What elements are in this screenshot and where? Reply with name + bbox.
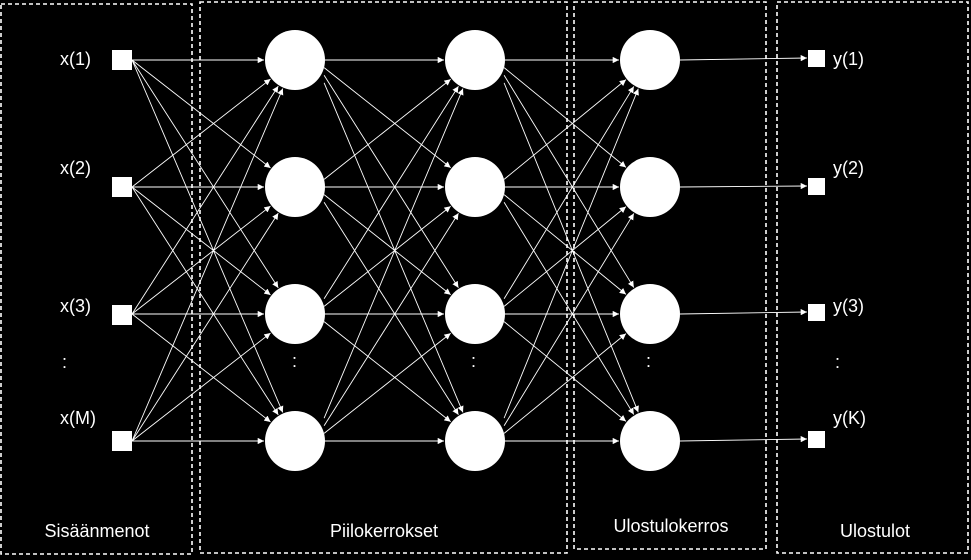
edge-h1n1-h2n3 [323,74,459,289]
output-neuron-3 [620,284,680,344]
hidden1-neuron-4 [265,411,325,471]
output-layer-section-title: Ulostulokerros [613,516,728,536]
edge-outn1-output1 [679,54,808,62]
output-neuron-1 [620,30,680,90]
outputs-section-box [776,1,969,554]
output-layer-ellipsis: : [646,351,651,371]
hidden1-neuron-3 [265,284,325,344]
edge-h1n3-h2n4 [323,321,451,423]
input-node-1 [112,50,132,70]
output-node-2 [808,178,825,195]
edge-h1n1-h2n4 [323,82,464,413]
edge-input4-h1n3 [131,332,271,442]
hidden-layers-section-box [199,1,568,554]
output-neuron-2 [620,157,680,217]
input-ellipsis: : [62,352,67,372]
edge-h2n3-outn1 [503,86,635,299]
edge-outn4-output4 [679,435,808,443]
hidden-section-title: Piilokerrokset [330,521,438,541]
connections [131,54,808,445]
hidden2-neuron-1 [445,30,505,90]
input-node-3 [112,305,132,325]
edge-input2-h1n3 [131,186,271,296]
edge-h2n2-outn4 [503,202,635,415]
outputs-section-title: Ulostulot [840,521,910,541]
edge-input1-h1n2 [131,59,271,169]
edge-h2n2-outn1 [503,79,627,180]
output-label-3: y(3) [833,296,864,316]
input-label-m: x(M) [60,408,96,428]
output-ellipsis: : [835,352,840,372]
edge-h1n4-h2n1 [323,88,464,419]
edge-input4-h1n2 [131,212,279,442]
edge-h2n3-outn4 [503,321,627,422]
input-node-2 [112,177,132,197]
edge-input3-h1n4 [131,313,271,423]
hidden2-ellipsis: : [471,351,476,371]
edge-h1n2-h2n4 [323,201,459,416]
edge-input3-h1n2 [131,205,271,315]
edge-h2n1-outn3 [503,75,635,288]
hidden-ellipsis: : [292,351,297,371]
edge-outn3-output3 [679,308,808,316]
edge-h1n4-h2n2 [323,212,459,427]
output-label-2: y(2) [833,158,864,178]
inputs-section-title: Sisäänmenot [44,521,149,541]
output-layer-section-box [573,1,767,550]
output-node-3 [808,304,825,321]
hidden2-neuron-4 [445,411,505,471]
input-label-1: x(1) [60,49,91,69]
edge-input3-h1n1 [131,85,279,315]
edge-h1n2-h2n1 [323,78,451,180]
hidden2-neuron-3 [445,284,505,344]
edge-h2n2-outn3 [503,194,627,295]
edge-input1-h1n4 [131,59,284,413]
output-node-1 [808,50,825,67]
input-label-2: x(2) [60,158,91,178]
input-node-m [112,431,132,451]
output-label-1: y(1) [833,49,864,69]
output-neuron-4 [620,411,680,471]
edge-input2-h1n4 [131,186,279,416]
hidden1-neuron-2 [265,157,325,217]
edge-h1n1-h2n2 [323,67,451,169]
edge-h1n3-h2n2 [323,205,451,307]
edge-h2n4-outn2 [503,213,635,426]
output-label-k: y(K) [833,408,866,428]
edge-input2-h1n1 [131,78,271,188]
edge-input4-h1n1 [131,88,284,442]
edge-h2n1-outn4 [503,82,639,413]
edge-outn2-output2 [679,182,808,190]
edge-h2n4-outn3 [503,333,627,434]
output-node-k [808,431,825,448]
input-label-3: x(3) [60,296,91,316]
edge-h2n1-outn2 [503,67,627,168]
edge-h2n4-outn1 [503,88,639,419]
inputs-section-box [0,3,193,555]
edge-h1n4-h2n3 [323,332,451,434]
edge-h1n3-h2n1 [323,85,459,300]
hidden1-neuron-1 [265,30,325,90]
edge-h2n3-outn2 [503,206,627,307]
edge-input1-h1n3 [131,59,279,289]
hidden2-neuron-2 [445,157,505,217]
edge-h1n2-h2n3 [323,194,451,296]
